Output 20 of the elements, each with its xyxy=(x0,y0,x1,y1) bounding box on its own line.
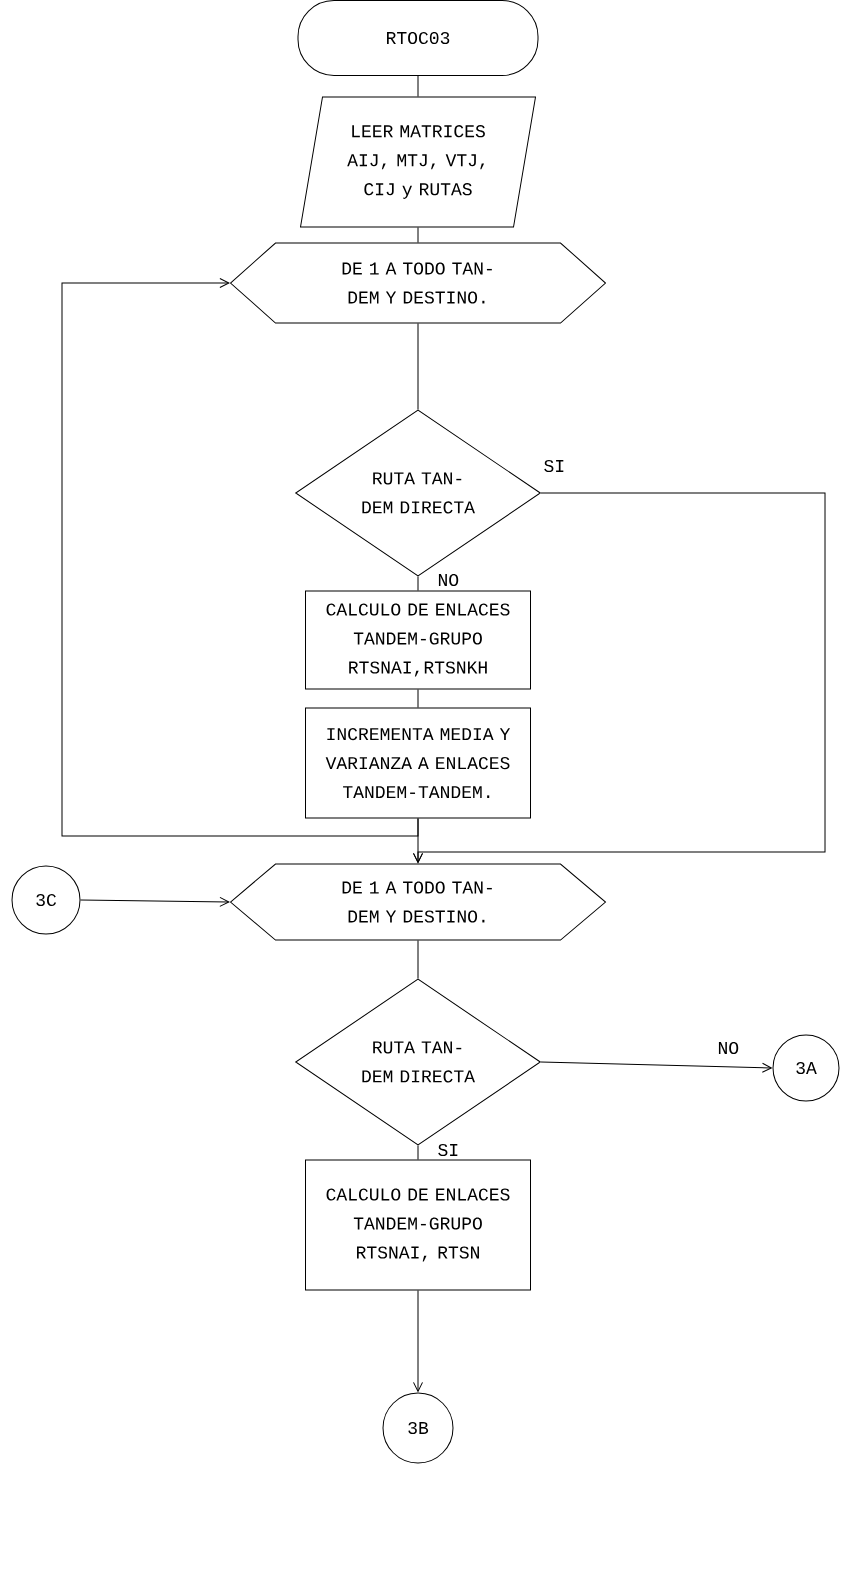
process-box: CALCULO DE ENLACES TANDEM-GRUPO RTSNAI,RTSNKH xyxy=(305,590,531,690)
process-box: INCREMENTA MEDIA Y VARIANZA A ENLACES TANDEM-TANDEM. xyxy=(305,707,531,819)
edge-label: SI xyxy=(542,458,567,474)
connector-line xyxy=(417,576,419,591)
connector-line xyxy=(417,1145,419,1160)
connector-line xyxy=(417,227,419,243)
process-box: CALCULO DE ENLACES TANDEM-GRUPO RTSNAI, RTSN xyxy=(305,1159,531,1291)
arrow xyxy=(413,1290,423,1392)
arrow xyxy=(61,278,419,837)
connector-line xyxy=(417,323,419,410)
connector-line xyxy=(417,689,419,708)
edge-label: NO xyxy=(716,1040,741,1056)
connector-line xyxy=(417,940,419,979)
connector-line xyxy=(417,75,419,97)
arrow xyxy=(80,896,230,907)
terminal-box: RTOC03 xyxy=(297,0,539,76)
arrow xyxy=(540,1061,772,1073)
loop-hexagon: DE 1 A TODO TAN- DEM Y DESTINO. xyxy=(230,242,606,324)
input-parallelogram: LEER MATRICES AIJ, MTJ, VTJ, CIJ y RUTAS xyxy=(300,96,536,228)
loop-hexagon: DE 1 A TODO TAN- DEM Y DESTINO. xyxy=(230,863,606,941)
